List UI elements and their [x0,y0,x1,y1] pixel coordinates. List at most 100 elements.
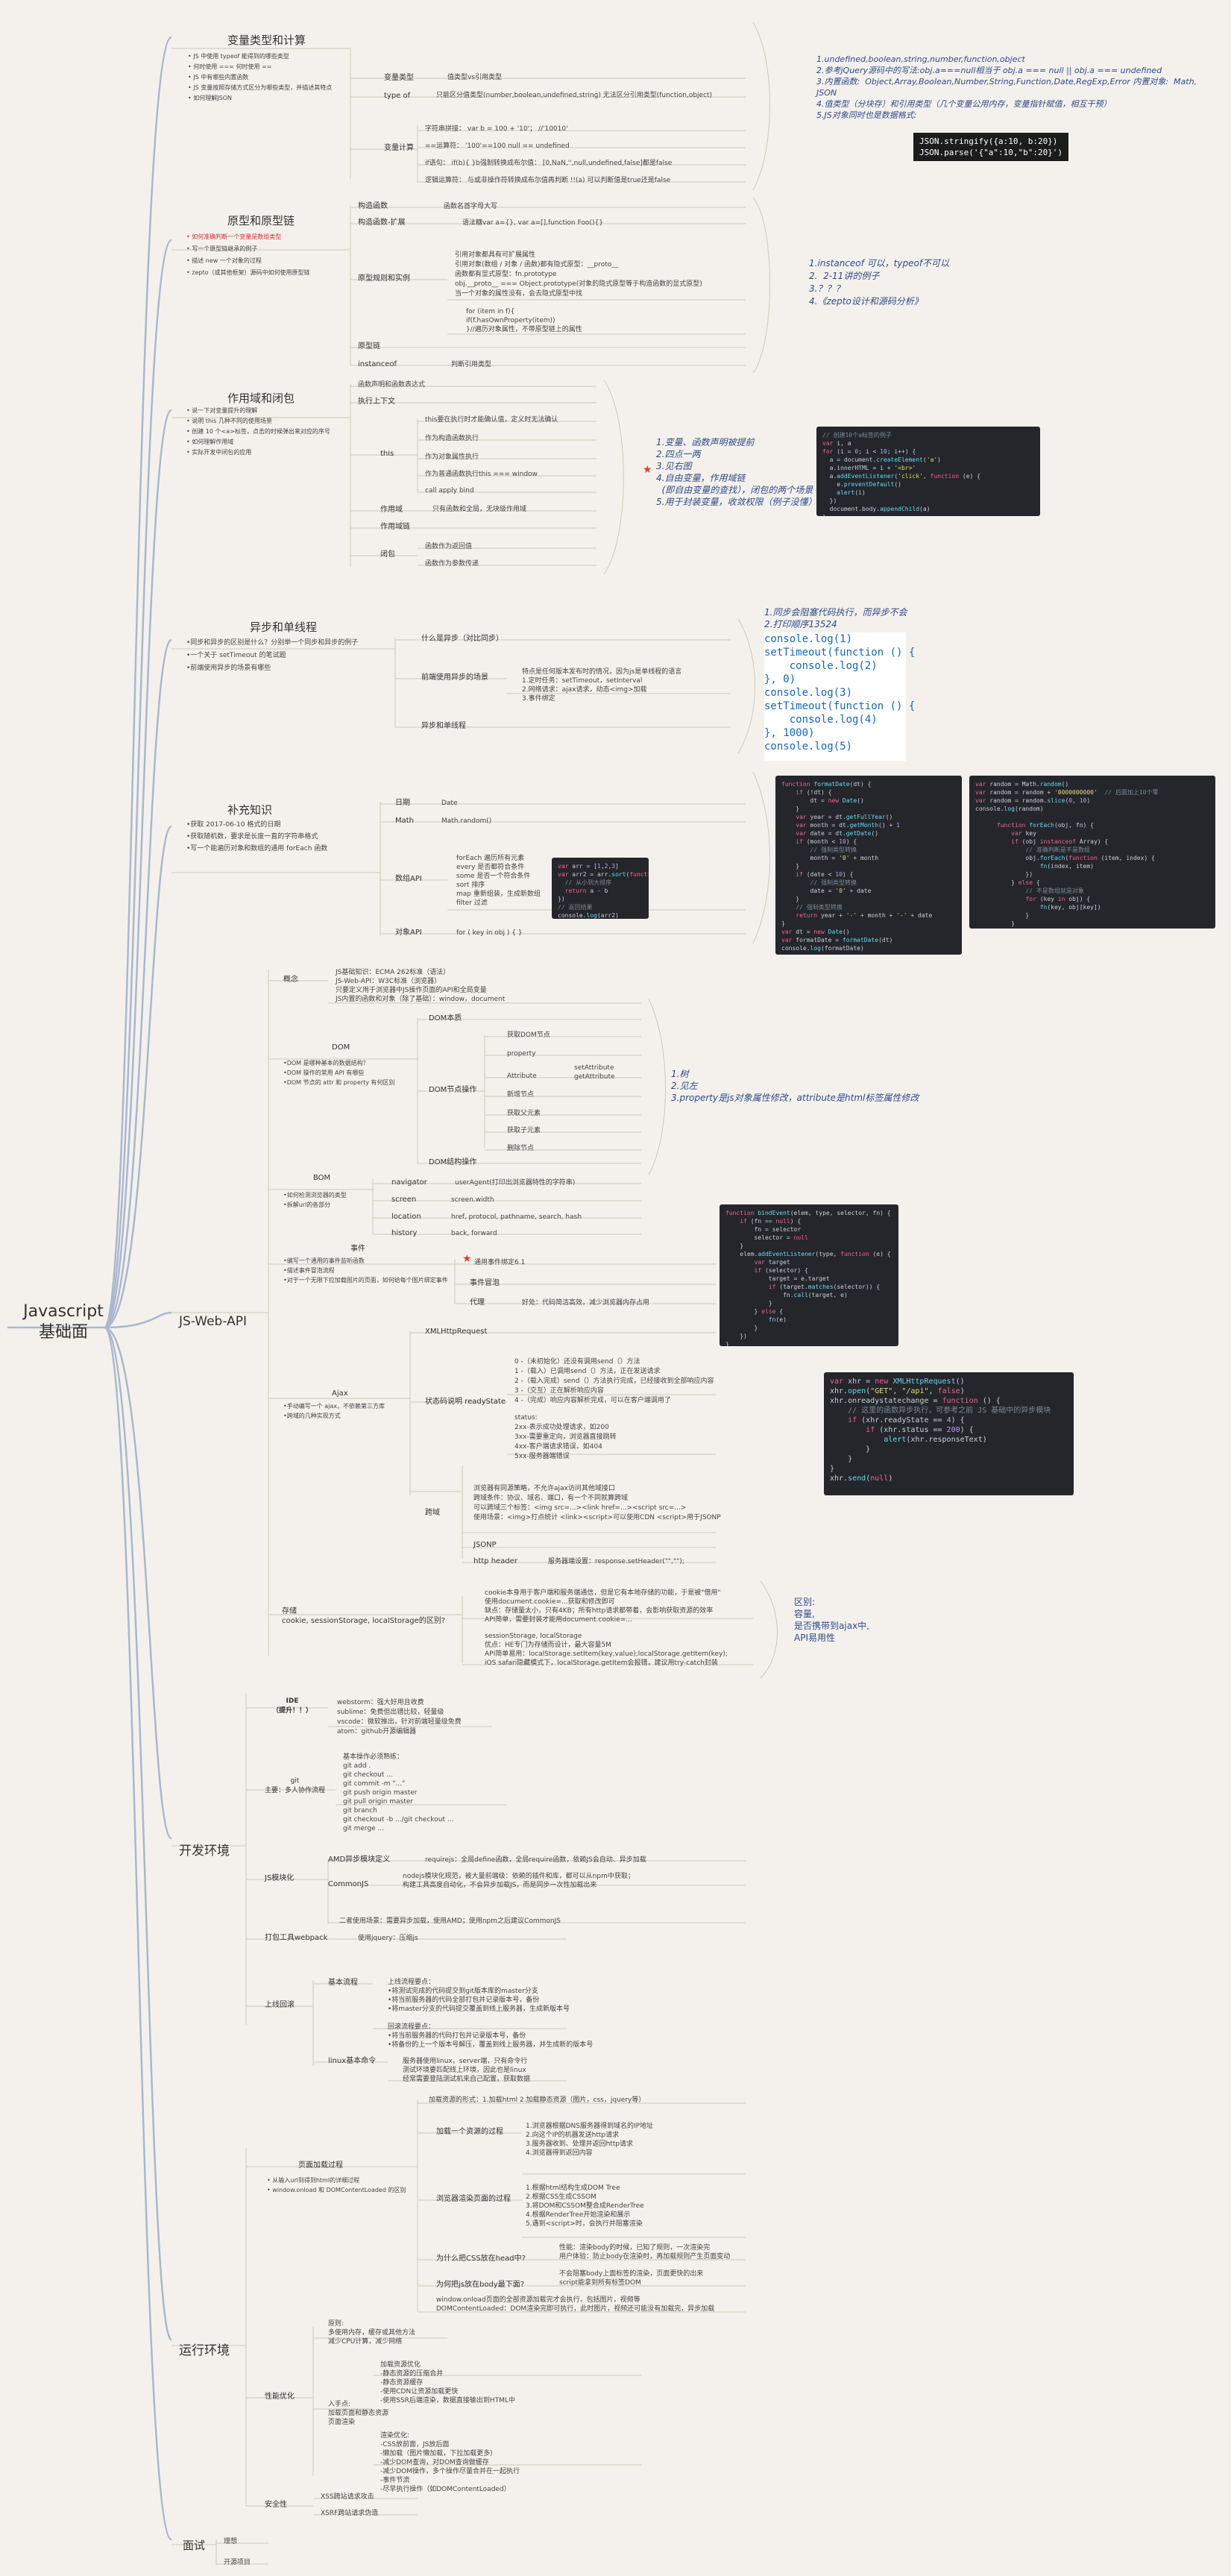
overview-item: JS基础知识：ECMA 262标准（语法） [336,969,450,976]
node-ctor-ext[interactable]: 构造函数-扩展 [358,219,406,227]
branch-dev-title[interactable]: 开发环境 [179,1844,230,1859]
node-dom[interactable]: DOM [332,1043,350,1052]
branch-extra-title[interactable]: 补充知识 [227,803,273,817]
node-security[interactable]: 安全性 [265,2501,287,2509]
node-perf[interactable]: 性能优化 [265,2393,295,2401]
node-storage[interactable]: 存储 cookie, sessionStorage, localStorage的… [282,1607,446,1625]
node-async-what[interactable]: 什么是异步（对比同步） [421,635,503,643]
json-line-stringify: JSON.stringify({a:10, b:20}) [919,136,1058,146]
bom-question: •拆解url的各部分 [283,1201,331,1208]
security-item: XSS跨站请求攻击 [321,2493,374,2501]
node-var-types[interactable]: 变量类型 [384,74,414,82]
event-question: •编写一个通用的事件监听函数 [283,1257,365,1264]
node-this[interactable]: this [380,450,394,458]
ready-item: 3 -（交互）正在解析响应内容 [514,1387,604,1395]
branch-web-title[interactable]: JS-Web-API [179,1314,247,1329]
this-item: call apply bind [425,487,474,494]
node-xhr[interactable]: XMLHttpRequest [425,1328,488,1336]
branch-interview-title[interactable]: 面试 [183,2539,206,2552]
node-math[interactable]: Math [395,817,415,825]
cjs-desc: nodejs模块化规范，被大量前端级：依赖的插件和库，都可以从npm中获取； 构… [403,1873,635,1889]
node-scope[interactable]: 作用域 [380,506,403,514]
status-item: status: [514,1414,538,1421]
node-bom[interactable]: BOM [313,1174,331,1182]
node-array-api[interactable]: 数组API [395,875,422,883]
node-module[interactable]: JS模块化 [265,1874,295,1882]
event-item[interactable]: 代理 [470,1298,485,1307]
node-dom-struct[interactable]: DOM结构操作 [429,1158,477,1166]
node-webpack[interactable]: 打包工具webpack [265,1934,328,1942]
node-basic-flow[interactable]: 基本流程 [328,1979,358,1987]
ctor-ext-desc: 语法糖var a={}, var a=[],function Foo(){} [462,219,603,227]
node-why-js[interactable]: 为何把js放在body最下面? [436,2281,525,2289]
node-ide[interactable]: IDE （提升！！） [272,1697,313,1715]
node-http-header[interactable]: http header [473,1557,517,1565]
node-jsonp[interactable]: JSONP [473,1541,497,1549]
bom-key[interactable]: screen [391,1196,417,1204]
branch-types-title[interactable]: 变量类型和计算 [227,34,306,47]
async-question: •前端使用异步的场景有哪些 [186,665,271,672]
node-ctx[interactable]: 执行上下文 [358,398,395,406]
node-render[interactable]: 浏览器渲染页面的过程 [436,2195,511,2203]
math-desc: Math.random() [441,817,492,825]
forin-line: if(f.hasOwnProperty(item)) [466,317,555,324]
node-deploy[interactable]: 上线回滚 [265,2001,295,2009]
event-item[interactable]: 事件冒泡 [470,1279,500,1287]
branch-proto-title[interactable]: 原型和原型链 [227,214,295,227]
node-event[interactable]: 事件 [350,1245,365,1253]
branch-run-title[interactable]: 运行环境 [179,2343,230,2358]
forin-line: }//遍历对象属性，不带原型链上的属性 [466,326,582,333]
bom-key[interactable]: navigator [391,1178,427,1187]
node-chain[interactable]: 原型链 [358,342,380,351]
async-notes: 1.同步会阻塞代码执行，而异步不会 2.打印顺序13524 [764,607,907,629]
node-git[interactable]: git 主要：多人协作流程 [265,1777,326,1794]
load-one-item: 3.服务器收到、处理并返回http请求 [526,2140,634,2148]
node-dom-ops[interactable]: DOM节点操作 [429,1086,477,1094]
bom-key[interactable]: location [391,1213,421,1221]
node-async-scenes[interactable]: 前端使用异步的场景 [421,673,488,682]
node-page-load[interactable]: 页面加载过程 [298,2161,343,2170]
node-load-one[interactable]: 加载一个资源的过程 [436,2128,503,2136]
bind-event-code-block: function bindEvent(elem, type, selector,… [720,1204,898,1346]
basic-item: 上线流程要点： [388,1979,435,1986]
node-date[interactable]: 日期 [395,799,410,807]
calc-item: 逻辑运算符： 与或非操作符转换成布尔值再判断 !!(a) 可以判断值是true还… [425,177,671,184]
dom-notes: 1.树 2.见左 3.property是js对象属性修改，attribute是h… [671,1069,919,1103]
node-dom-nature[interactable]: DOM本质 [429,1014,462,1022]
node-ajax[interactable]: Ajax [332,1389,348,1398]
proto-question: • 如何准确判断一个变量是数组类型 [186,233,282,240]
branch-async-title[interactable]: 异步和单线程 [250,621,318,634]
root-node[interactable]: Javascript 基础面 [22,1301,104,1343]
status-item: 4xx-客户端请求错误，如404 [514,1443,602,1451]
node-calc[interactable]: 变量计算 [384,144,414,152]
node-scope-chain[interactable]: 作用域链 [380,523,410,531]
node-ctor[interactable]: 构造函数 [358,202,388,210]
node-linux[interactable]: linux基本命令 [328,2057,377,2065]
node-ready-state[interactable]: 状态码说明 readyState [425,1398,506,1406]
git-item: git checkout ... [343,1771,393,1779]
perf-entry: 入手点: 加载页面和静态资源 页面渲染 [328,2401,389,2426]
perf-load: 加载资源优化 -静态资源的压缩合并 -静态资源缓存 -使用CDN让资源加载更快 … [380,2361,515,2404]
bom-value: back, forward [451,1230,497,1237]
node-amd[interactable]: AMD异步模块定义 [328,1856,391,1864]
status-item: 2xx-表示成功处理请求，如200 [514,1424,609,1431]
node-instanceof[interactable]: instanceof [358,360,397,368]
why-js-desc: 不会阻塞body上面标签的渲染，页面更快的出来 script能拿到所有标签DOM [559,2270,704,2287]
node-object-api[interactable]: 对象API [395,929,422,937]
node-cross[interactable]: 跨域 [425,1509,440,1517]
node-overview[interactable]: 概念 [283,976,298,984]
node-rules[interactable]: 原型规则和实例 [358,274,410,283]
node-why-css[interactable]: 为什么把CSS放在head中? [436,2255,526,2263]
settimeout-code-block: console.log(1) setTimeout(function () { … [764,632,915,761]
node-async-single[interactable]: 异步和单线程 [421,722,466,730]
node-closure[interactable]: 闭包 [380,550,395,559]
node-typeof[interactable]: type of [384,92,411,100]
header-desc: 服务器端设置：response.setHeader("",""); [548,1558,684,1565]
load-forms: 加载资源的形式：1.加载html 2.加载静态资源（图片，css，jquery等… [429,2096,646,2104]
bom-key[interactable]: history [391,1229,418,1237]
array-item: map 重新组装，生成新数组 [456,890,541,898]
branch-scope-title[interactable]: 作用域和闭包 [227,392,295,405]
node-cjs[interactable]: CommonJS [328,1880,369,1888]
git-item: git branch [343,1807,377,1815]
